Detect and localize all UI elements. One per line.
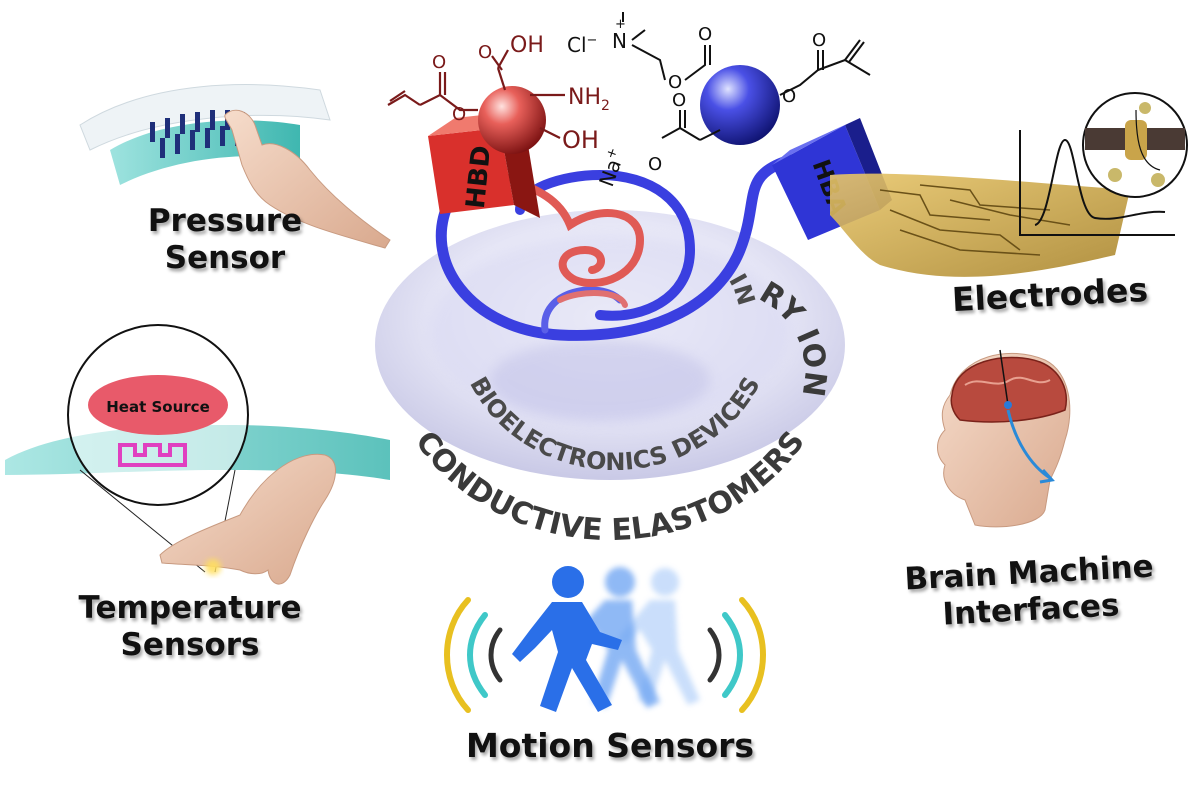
temperature-sensors-label-line1: Temperature xyxy=(78,590,302,626)
molecule-hbd xyxy=(387,49,565,139)
mol-oh-right: OH xyxy=(562,126,599,154)
blue-sphere xyxy=(700,65,780,145)
wave-right xyxy=(707,597,766,713)
wave-left xyxy=(444,597,503,713)
pressure-sensor-illustration xyxy=(79,84,391,249)
mol-o-3: O xyxy=(782,86,796,107)
hbd-label: HBD xyxy=(461,144,497,210)
disk-shadow xyxy=(490,340,710,420)
brain xyxy=(950,356,1067,423)
figure-ghost-2 xyxy=(618,568,700,705)
temperature-sensors-label-line2: Sensors xyxy=(120,626,260,663)
pressure-sensor-label-line1: Pressure xyxy=(147,203,303,239)
mol-o-1: O xyxy=(668,72,682,93)
heat-source-ellipse xyxy=(88,375,228,435)
heat-source-label: Heat Source xyxy=(106,398,210,416)
pressure-sensor-label-line2: Sensor xyxy=(164,239,286,276)
mol-o-6: O xyxy=(648,154,662,175)
brain-machine-illustration xyxy=(937,349,1071,528)
temperature-hand xyxy=(159,453,336,585)
motion-sensors-illustration xyxy=(444,566,766,713)
mol-o-2: O xyxy=(698,24,712,45)
mol-o-carbonyl: O xyxy=(432,52,446,73)
figure-walker xyxy=(512,566,622,712)
ecg-plot xyxy=(1019,130,1175,236)
electrode-traces xyxy=(879,184,1071,256)
mol-n: N+ xyxy=(612,17,627,53)
ion-channel-inset xyxy=(1082,92,1188,198)
brain-machine-interfaces-label: Brain Machine Interfaces xyxy=(878,547,1181,636)
motion-sensors-label: Motion Sensors xyxy=(465,726,755,765)
mol-o-5: O xyxy=(672,90,686,111)
electrodes-illustration xyxy=(830,92,1188,277)
mol-o-4: O xyxy=(812,30,826,51)
mol-cl: Cl− xyxy=(567,33,597,57)
molecule-hba xyxy=(622,12,871,141)
temperature-sensors-label: Temperature Sensors xyxy=(55,590,325,663)
mol-o-acid: O xyxy=(478,42,492,63)
pressure-hand xyxy=(224,109,391,249)
pressure-sensor-label: Pressure Sensor xyxy=(120,203,330,276)
mol-na: Na+ xyxy=(594,146,630,190)
temperature-sensor-illustration: Heat Source xyxy=(5,324,390,585)
mol-nh2: NH2 xyxy=(568,85,610,114)
coil-red xyxy=(496,171,645,308)
mol-o-ester: O xyxy=(452,104,466,125)
red-sphere xyxy=(478,86,546,154)
mol-oh-top: OH xyxy=(510,33,544,58)
